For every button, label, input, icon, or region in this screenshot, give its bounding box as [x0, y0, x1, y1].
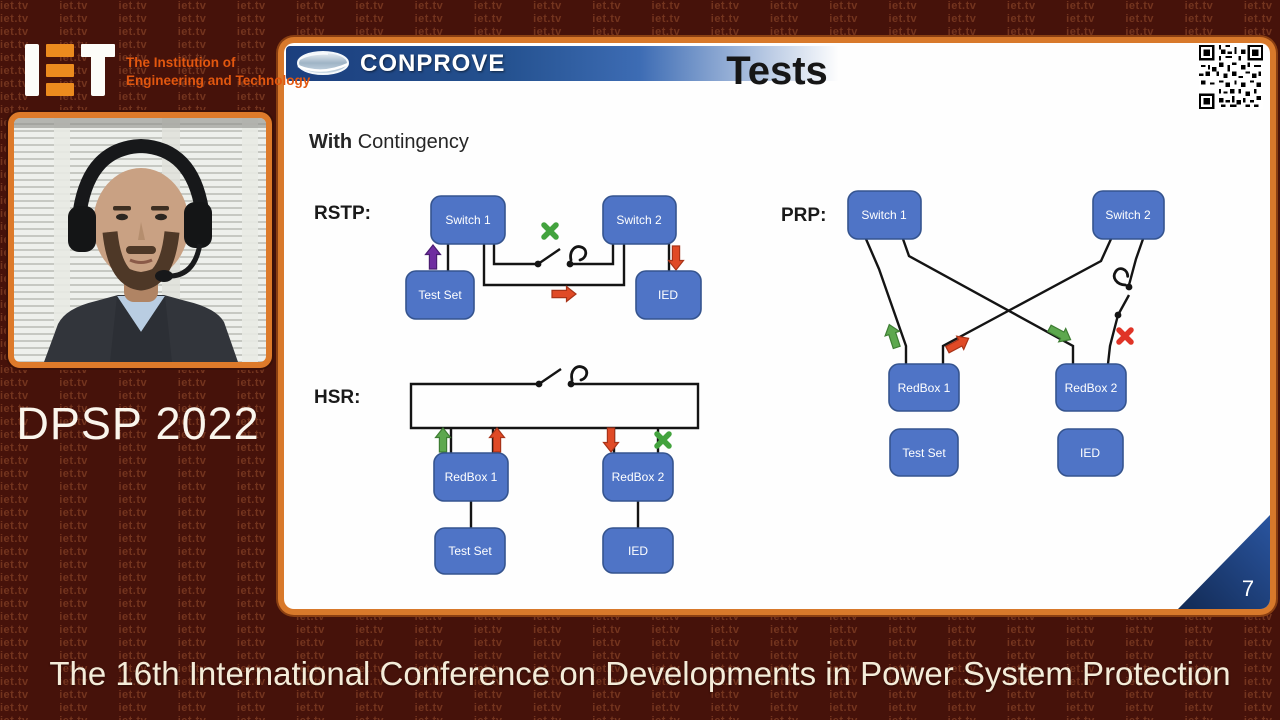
prp-wire-s2-switch-upper	[1127, 238, 1145, 286]
prp-node-ied	[1057, 428, 1124, 477]
prp-node-switch1	[847, 190, 922, 240]
hsr-red-down-arrow-icon	[602, 427, 620, 453]
headset-mic	[155, 270, 173, 282]
rstp-node-switch2	[602, 195, 677, 245]
prp-wire-switch-rb2-lower	[1106, 314, 1120, 365]
prp-testset-label: Test Set	[902, 446, 946, 460]
prp-ied-label: IED	[1080, 446, 1100, 460]
prp-node-redbox2	[1055, 363, 1127, 412]
prp-wire-s2-rb1	[941, 238, 1113, 364]
hsr-redbox2-label: RedBox 2	[612, 470, 665, 484]
hsr-diagram: HSR: RedBox 1 RedBox 2 Test Set	[314, 365, 700, 575]
subtitle-with: With	[309, 131, 353, 153]
event-title: DPSP 2022	[16, 398, 260, 449]
page-number: 7	[1242, 576, 1254, 601]
subtitle-contingency: Contingency	[352, 131, 469, 153]
hsr-node-ied	[602, 527, 674, 574]
network-diagrams: .node{fill:#4f74c6;stroke:#35548f;stroke…	[314, 190, 1270, 609]
hsr-node-testset	[434, 527, 506, 575]
iet-logo: The Institution of Engineering and Techn…	[25, 44, 310, 96]
iet-letter-i	[25, 44, 39, 96]
conference-banner-title: The 16th International Conference on Dev…	[49, 655, 1231, 692]
prp-green-up-arrow-icon	[881, 321, 905, 351]
rstp-wire-upper-left	[492, 244, 536, 266]
headset-earcup-right	[184, 202, 212, 248]
conprove-logo-text: CONPROVE	[360, 49, 506, 77]
iet-letter-e	[46, 44, 74, 96]
rstp-label: RSTP:	[314, 203, 371, 224]
rstp-node-ied	[635, 270, 702, 320]
prp-node-switch2	[1092, 190, 1165, 240]
prp-wire-s1-rb1	[864, 238, 908, 364]
hsr-open-switch-icon	[535, 365, 589, 388]
rstp-switch1-label: Switch 1	[445, 213, 491, 227]
rstp-open-switch-icon	[534, 245, 588, 268]
prp-wire-s1-rb2	[901, 238, 1075, 364]
prp-label: PRP:	[781, 205, 826, 226]
iet-tagline: The Institution of Engineering and Techn…	[126, 54, 310, 89]
headset-band	[73, 138, 209, 212]
hsr-red-up-arrow-icon	[488, 427, 506, 453]
hsr-green-up-arrow-icon	[434, 427, 452, 453]
presenter-shirt	[117, 296, 165, 332]
rstp-wire-lower-rail	[482, 244, 626, 287]
prp-diagram: PRP: Switch 1 Switch 2 RedBox 1 RedBox 2	[781, 190, 1165, 477]
headset-earcup-left	[68, 206, 96, 252]
hsr-node-redbox1	[433, 452, 509, 502]
slide-title: Tests	[726, 49, 828, 93]
prp-open-switch-icon	[1110, 265, 1133, 319]
presentation-slide: CONPROVE Tests With	[284, 43, 1270, 609]
page-number-corner: 7	[1178, 515, 1270, 609]
rstp-purple-up-arrow-icon	[424, 244, 442, 270]
prp-node-redbox1	[888, 363, 960, 412]
qr-code	[1199, 45, 1263, 109]
rstp-red-down-arrow-icon	[667, 245, 685, 271]
rstp-testset-label: Test Set	[418, 288, 462, 302]
prp-red-x-icon	[1119, 330, 1131, 342]
prp-redbox1-label: RedBox 1	[898, 381, 951, 395]
rstp-node-testset	[405, 270, 475, 320]
rstp-wire-upper-right	[570, 244, 615, 266]
hsr-ied-label: IED	[628, 544, 648, 558]
hsr-redbox1-label: RedBox 1	[445, 470, 498, 484]
hsr-node-redbox2	[602, 452, 674, 502]
hsr-ring-wire	[409, 382, 700, 430]
rstp-node-switch1	[430, 195, 506, 245]
iet-letter-t	[81, 44, 115, 96]
conprove-ellipse-icon	[297, 50, 349, 75]
rstp-switch2-label: Switch 2	[616, 213, 662, 227]
prp-redbox2-label: RedBox 2	[1065, 381, 1118, 395]
iet-tagline-line1: The Institution of	[126, 55, 236, 70]
slide-subtitle: With Contingency	[309, 131, 469, 154]
presenter-illustration	[14, 118, 266, 362]
presenter-webcam-video	[8, 112, 272, 368]
rstp-green-x-icon	[544, 225, 556, 237]
prp-node-testset	[889, 428, 959, 477]
hsr-label: HSR:	[314, 387, 360, 408]
prp-switch1-label: Switch 1	[861, 208, 907, 222]
rstp-ied-label: IED	[658, 288, 678, 302]
conprove-logo-bar: CONPROVE	[286, 46, 856, 81]
prp-switch2-label: Switch 2	[1105, 208, 1151, 222]
rstp-red-right-arrow-icon	[551, 285, 577, 303]
rstp-diagram: RSTP: Switch 1 Switch 2 Test Set	[314, 195, 702, 320]
hsr-testset-label: Test Set	[448, 544, 492, 558]
iet-logo-letters-icon	[25, 44, 115, 96]
iet-tagline-line2: Engineering and Technology	[126, 72, 311, 88]
